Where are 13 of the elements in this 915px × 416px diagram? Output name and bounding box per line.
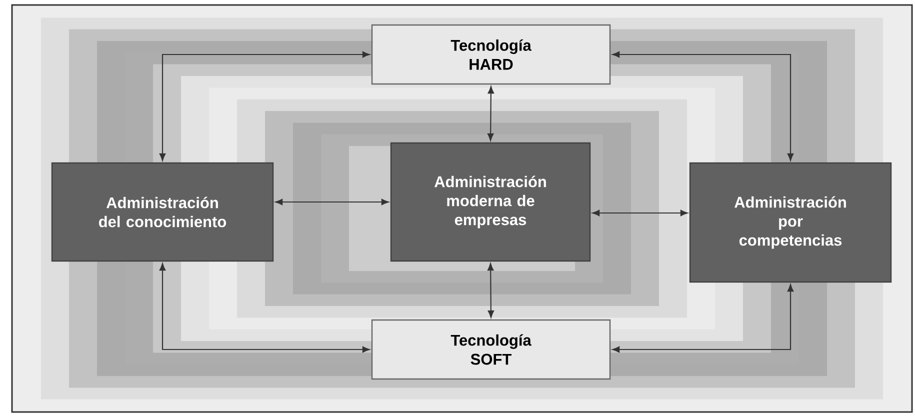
process-box: Administración del conocimiento — [51, 162, 274, 262]
process-box: Administración por competencias — [689, 162, 892, 283]
arrow — [592, 210, 688, 216]
arrow — [612, 51, 794, 161]
arrow — [488, 86, 494, 141]
arrow — [612, 284, 794, 353]
process-box: Administración moderna de empresas — [390, 142, 591, 262]
process-box: Tecnología SOFT — [371, 319, 611, 380]
arrow — [488, 263, 494, 318]
process-box: Tecnología HARD — [371, 24, 611, 85]
arrow — [275, 198, 389, 206]
arrow — [159, 263, 370, 353]
arrow — [159, 51, 370, 161]
